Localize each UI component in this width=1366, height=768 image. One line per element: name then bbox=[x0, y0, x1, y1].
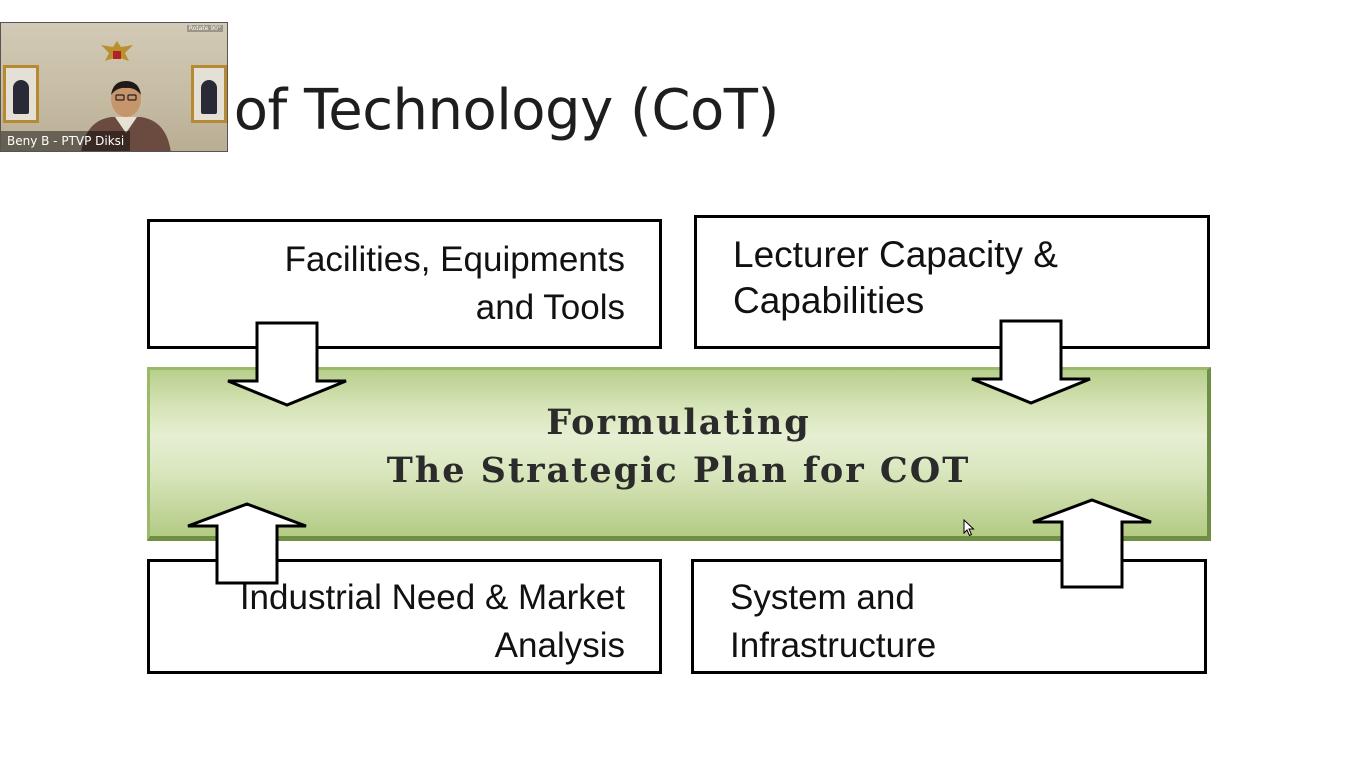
portrait-frame bbox=[191, 65, 227, 123]
facilities-box-text: Facilities, Equipments and Tools bbox=[284, 240, 625, 327]
participant-name: Beny B - PTVP Diksi bbox=[1, 131, 131, 151]
participant-person bbox=[81, 81, 171, 151]
banner-line-1: Formulating bbox=[546, 402, 811, 443]
emblem-icon bbox=[101, 41, 133, 61]
banner-line-2: The Strategic Plan for COT bbox=[386, 450, 971, 491]
down-arrow-icon bbox=[227, 321, 347, 407]
up-arrow-icon bbox=[1032, 498, 1152, 589]
portrait-frame bbox=[3, 65, 39, 123]
rotate-button[interactable]: Rotate 90° bbox=[186, 25, 223, 32]
lecturer-box-text: Lecturer Capacity & Capabilities bbox=[733, 234, 1058, 321]
up-arrow-icon bbox=[187, 502, 307, 585]
system-box-text: System and Infrastructure bbox=[730, 578, 937, 665]
lecturer-box: Lecturer Capacity & Capabilities bbox=[694, 215, 1210, 349]
slide-title: er of Technology (CoT) bbox=[160, 78, 779, 143]
participant-video-tile[interactable]: Rotate 90° Beny B - PTVP Diksi bbox=[0, 22, 228, 152]
industrial-box-text: Industrial Need & Market Analysis bbox=[239, 578, 625, 665]
mouse-cursor-icon bbox=[963, 519, 975, 537]
down-arrow-icon bbox=[971, 319, 1091, 405]
facilities-box: Facilities, Equipments and Tools bbox=[147, 219, 662, 349]
